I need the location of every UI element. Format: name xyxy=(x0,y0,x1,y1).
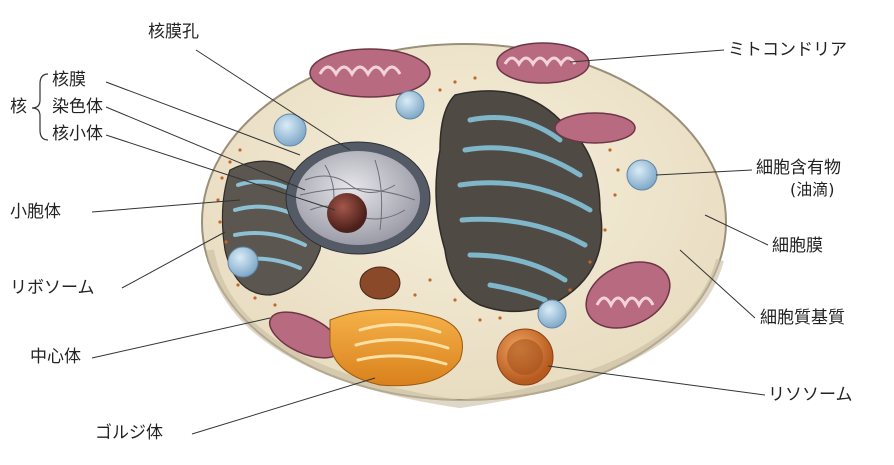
label-nuclear-membrane: 核膜 xyxy=(52,70,86,90)
label-chromatin: 染色体 xyxy=(52,97,103,117)
label-inclusion: 細胞含有物 xyxy=(756,158,841,178)
inclusion-droplet xyxy=(627,160,657,190)
label-centrosome: 中心体 xyxy=(30,347,81,367)
mitochondrion-1 xyxy=(310,49,430,97)
label-golgi: ゴルジ体 xyxy=(95,423,163,443)
label-inclusion-sub: (油滴) xyxy=(790,180,835,200)
mitochondrion-2 xyxy=(497,43,589,83)
vesicle-3 xyxy=(228,247,258,277)
label-vesicle: 小胞体 xyxy=(10,202,61,222)
mitochondrion-3 xyxy=(555,113,635,143)
label-cytoplasm: 細胞質基質 xyxy=(760,308,845,328)
label-ribosome: リボソーム xyxy=(10,278,95,298)
label-mitochondria: ミトコンドリア xyxy=(728,40,847,60)
centriole-body xyxy=(360,267,400,299)
label-nucleus-group: 核 xyxy=(10,97,27,117)
nucleolus-shape xyxy=(327,193,367,233)
label-nuclear-pore: 核膜孔 xyxy=(148,22,199,42)
vesicle-4 xyxy=(538,300,566,328)
label-cell-membrane: 細胞膜 xyxy=(772,236,823,256)
vesicle-1 xyxy=(396,91,424,119)
label-lysosome: リソソーム xyxy=(768,385,853,405)
nucleus-bracket xyxy=(32,74,48,140)
label-nucleolus: 核小体 xyxy=(52,124,103,144)
